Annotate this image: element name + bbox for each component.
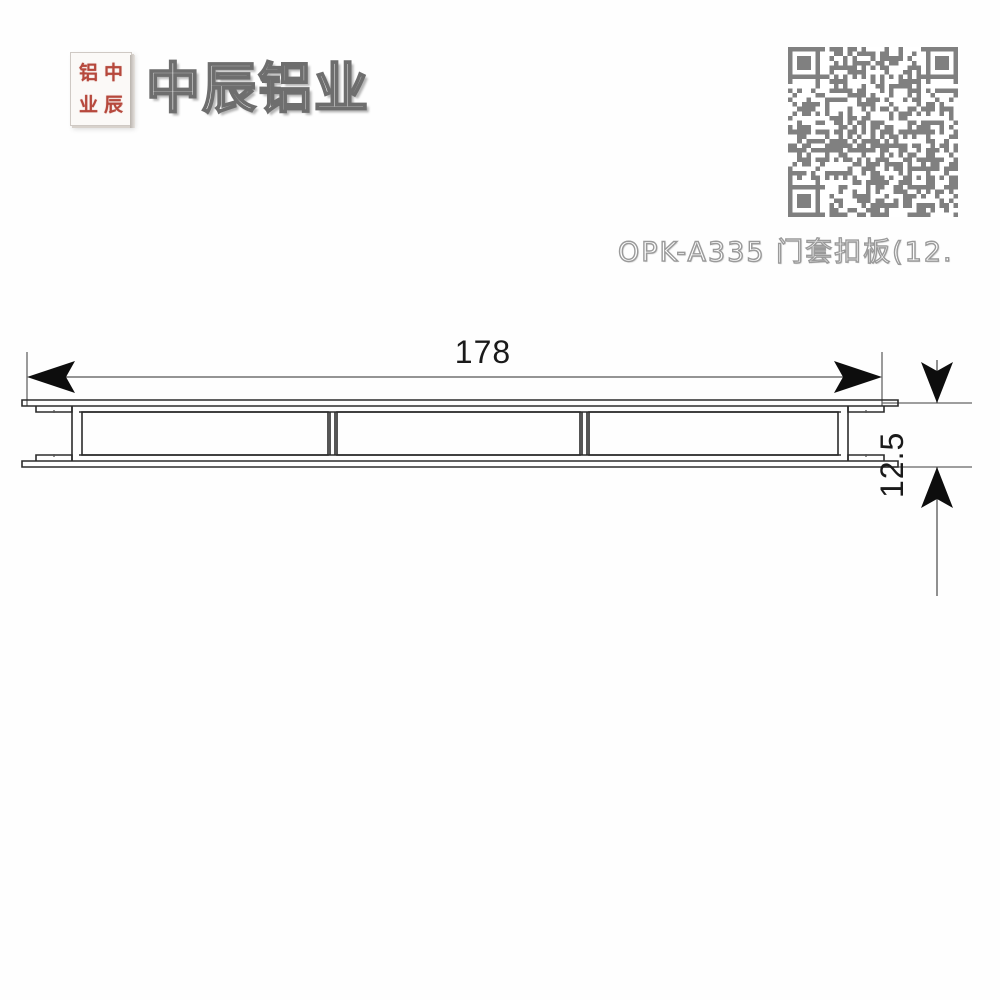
height-dimension-line xyxy=(921,360,953,596)
profile-outline xyxy=(21,399,899,468)
product-label: OPK-A335 门套扣板(12. xyxy=(617,236,954,268)
seal-char-1: 铝 xyxy=(78,61,98,84)
company-seal-stamp: 铝 中 业 辰 xyxy=(70,52,135,128)
brand-name-text: 中辰铝业 xyxy=(145,57,370,120)
seal-char-4: 辰 xyxy=(103,93,123,116)
dimension-height-value: 12.5 xyxy=(874,431,910,498)
seal-char-2: 中 xyxy=(103,61,123,84)
dimension-width-value: 178 xyxy=(454,334,512,370)
qr-code-icon xyxy=(788,47,958,217)
brand-header: 铝 中 业 辰 中辰铝业 xyxy=(70,52,370,128)
seal-char-3: 业 xyxy=(78,93,98,116)
